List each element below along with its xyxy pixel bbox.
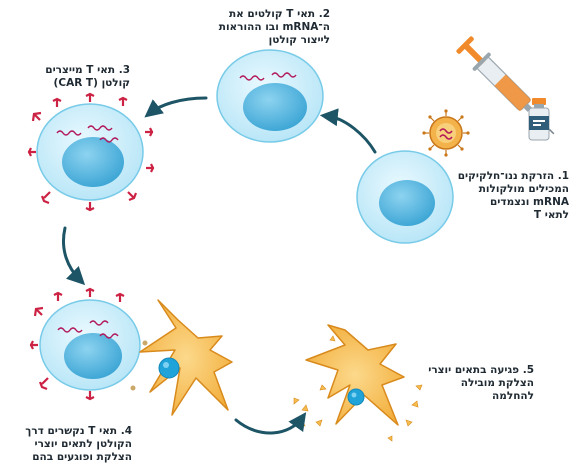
arrow-3-to-4	[62, 226, 86, 286]
t-cell-step1	[356, 150, 454, 244]
caption-step2: 2. תאי T קולטים את ה־mRNA ובו ההוראות לי…	[218, 8, 330, 46]
t-cell-step2	[216, 49, 324, 143]
caption-step5: 5. פגיעה בתאים יוצרי הצלקת מובילה להחלמה	[428, 364, 534, 402]
car-t-cell-step4	[29, 287, 148, 401]
caption-step1: 1. הזרקת ננו־חלקיקים המכילים מולקולות mR…	[457, 170, 569, 221]
arrow-4-to-5	[234, 412, 307, 435]
vial-icon	[528, 98, 550, 141]
caption-step3: 3. תאי T מייצרים קולטן (CAR T)	[45, 64, 130, 89]
arrow-1-to-2	[319, 108, 377, 154]
car-t-cell-step3	[27, 92, 155, 212]
nanoparticle	[422, 109, 470, 157]
damaged-scar-cell-step5	[293, 324, 423, 442]
caption-step4: 4. תאי T נקשרים דרך הקולטן לתאים יוצרי ה…	[25, 425, 132, 463]
car-receptor-group	[27, 92, 155, 212]
arrow-2-to-3	[144, 96, 208, 118]
scar-forming-cell-step4	[139, 299, 233, 416]
process-arrows	[62, 96, 377, 435]
